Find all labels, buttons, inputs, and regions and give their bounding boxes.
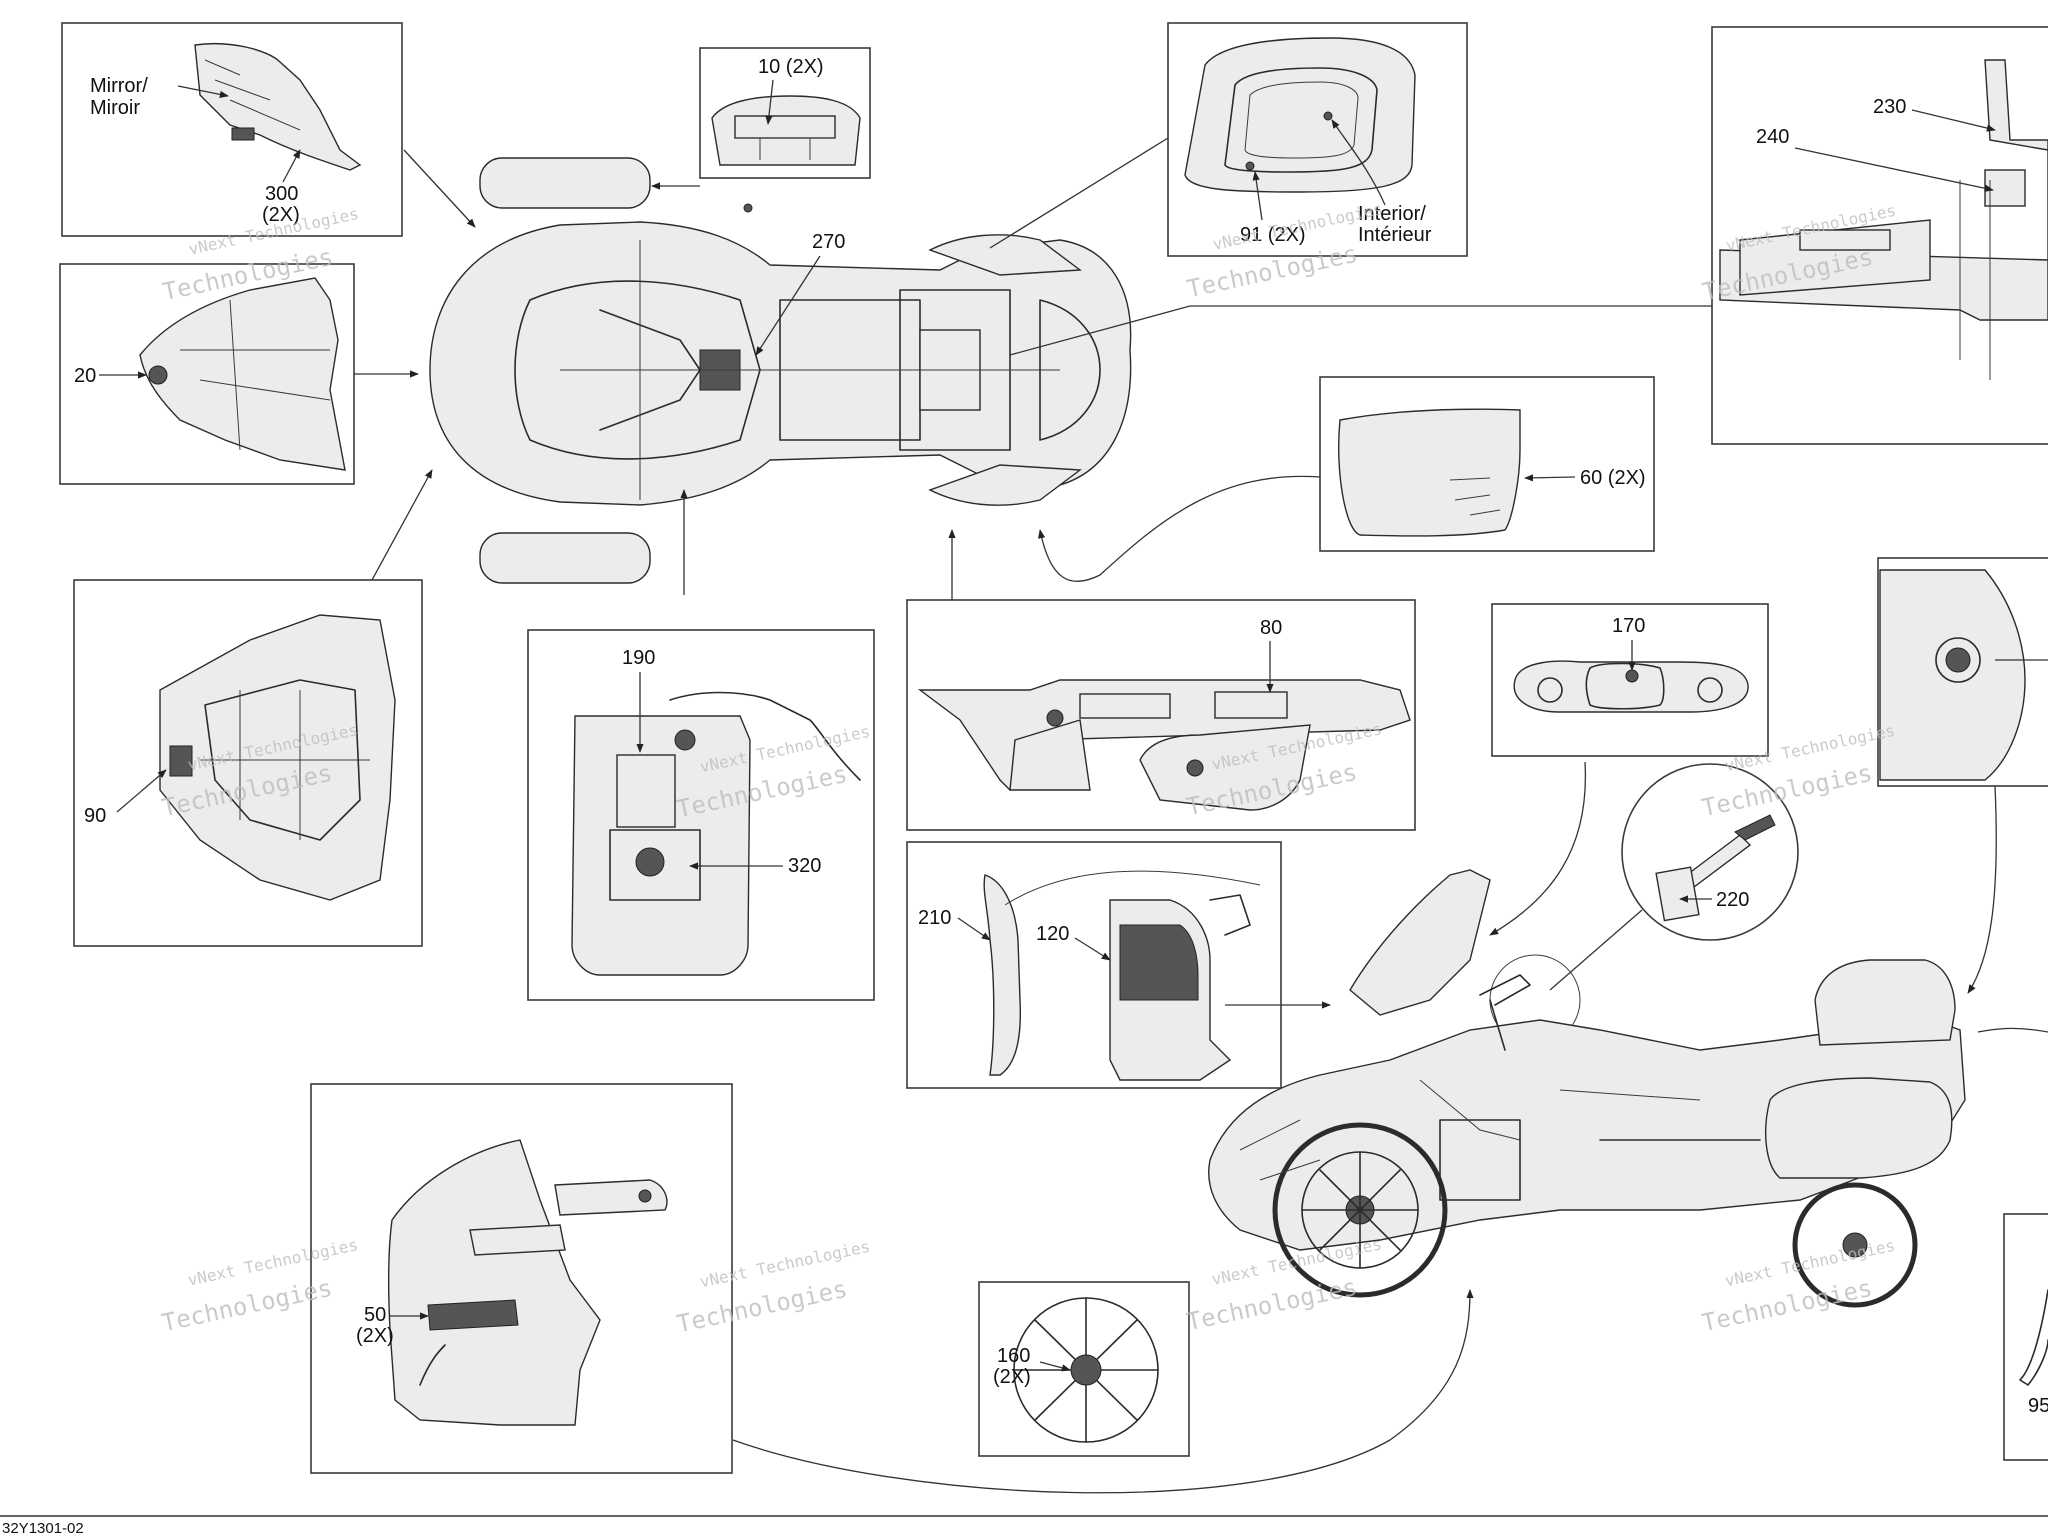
wheel-hub-160-box: 160 (2X) — [978, 1281, 1190, 1457]
callout-120: 120 — [1036, 923, 1069, 945]
grip-220-detail: 220 — [1489, 763, 1799, 1046]
part-right-partial-box — [1877, 557, 2048, 994]
callout-240: 240 — [1756, 126, 1789, 148]
front-fairing-box: 20 — [59, 263, 355, 485]
callout-60: 60 (2X) — [1580, 467, 1646, 489]
frame-rail-80-box: 80 — [906, 599, 1416, 831]
callout-mirror-line2: Miroir — [90, 97, 140, 119]
callout-50-qty: (2X) — [356, 1325, 394, 1347]
part-170-box: 170 — [1489, 603, 1769, 936]
parts-210-120-box: 210 120 — [906, 841, 1331, 1089]
footer: 32Y1301-02 — [0, 1515, 2048, 1536]
front-storage-box: 190 320 — [527, 629, 875, 1001]
vehicle-side-view — [1208, 869, 2048, 1308]
callout-230: 230 — [1873, 96, 1906, 118]
callout-300: 300 — [265, 183, 298, 205]
callout-90: 90 — [84, 805, 106, 827]
callout-interior-line1: Interior/ — [1358, 203, 1426, 225]
callout-20: 20 — [74, 365, 96, 387]
callout-320: 320 — [788, 855, 821, 877]
vehicle-top-view: 270 — [354, 137, 1720, 600]
callout-190: 190 — [622, 647, 655, 669]
callout-interior-line2: Intérieur — [1358, 224, 1432, 246]
windshield-60-box: 60 (2X) — [1319, 376, 1655, 552]
callout-10: 10 (2X) — [758, 56, 824, 78]
callout-50: 50 — [364, 1304, 386, 1326]
part-10-box: 10 (2X) — [651, 47, 871, 190]
callout-170: 170 — [1612, 615, 1645, 637]
watermark-text: Technologies — [159, 1274, 334, 1337]
callout-80: 80 — [1260, 617, 1282, 639]
callout-160-qty: (2X) — [993, 1366, 1031, 1388]
callout-270: 270 — [812, 231, 845, 253]
mirror-detail-box: Mirror/ Miroir 300 (2X) — [61, 22, 403, 237]
callout-91: 91 (2X) — [1240, 224, 1306, 246]
callout-mirror-line1: Mirror/ — [90, 75, 148, 97]
top-case-interior-box: Interior/ Intérieur 91 (2X) — [1167, 22, 1468, 257]
parts-230-240-box: 230 240 — [1711, 26, 2048, 445]
part-95-partial-box: 95 — [2003, 1213, 2048, 1461]
callout-160: 160 — [997, 1345, 1030, 1367]
callout-300-qty: (2X) — [262, 204, 300, 226]
drawing-code: 32Y1301-02 — [2, 1520, 84, 1536]
rear-frame-90-box: 90 — [73, 579, 423, 947]
callout-210: 210 — [918, 907, 951, 929]
callout-95: 95 — [2028, 1395, 2048, 1417]
watermark-text: Technologies — [1184, 1273, 1359, 1336]
part-50-box: 50 (2X) — [310, 1083, 1474, 1494]
callout-220: 220 — [1716, 889, 1749, 911]
